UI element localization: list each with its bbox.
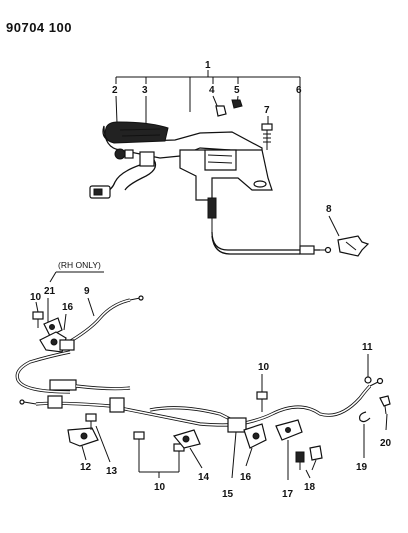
callout-6: 6: [296, 85, 302, 96]
callout-10-bottom: 10: [154, 482, 166, 493]
clip-part-16-right: [243, 423, 267, 449]
callout-1: 1: [205, 60, 211, 71]
bolt-part-10-left: [32, 311, 44, 328]
rear-cable-main: [15, 350, 241, 427]
callout-21: 21: [44, 286, 56, 297]
callout-7: 7: [264, 105, 270, 116]
bolt-part-7: [261, 123, 273, 150]
nut-part-4: [215, 105, 227, 117]
callout-4: 4: [209, 85, 215, 96]
callout-8: 8: [326, 204, 332, 215]
clip-part-18: [295, 445, 323, 471]
callout-9: 9: [84, 286, 90, 297]
nut-part-5: [231, 99, 243, 109]
bolt-part-13: [85, 413, 97, 430]
part-11: [364, 354, 372, 384]
callout-3: 3: [142, 85, 148, 96]
callout-13: 13: [106, 466, 118, 477]
callout-14: 14: [198, 472, 210, 483]
lever-base-bracket: [179, 149, 273, 201]
bracket-part-17: [275, 419, 303, 441]
bracket-part-21: [43, 317, 63, 337]
bolt-part-10-bottom-a: [133, 431, 145, 452]
callout-10-left: 10: [30, 292, 42, 303]
callout-18: 18: [304, 482, 316, 493]
front-cable: [207, 197, 332, 255]
callout-2: 2: [112, 85, 118, 96]
clip-part-14: [172, 429, 201, 449]
right-cable: [149, 377, 384, 433]
callout-10-center: 10: [258, 362, 270, 373]
callout-11: 11: [362, 342, 373, 353]
clip-part-19: [359, 411, 371, 423]
assembly-bracket: [115, 70, 301, 246]
callout-12: 12: [80, 462, 92, 473]
callout-17: 17: [282, 489, 294, 500]
callout-16-right: 16: [240, 472, 252, 483]
callout-15: 15: [222, 489, 234, 500]
rh-only-note: (RH ONLY): [58, 260, 101, 270]
page-id: 90704 100: [6, 20, 72, 35]
bolt-part-10-center: [256, 391, 268, 412]
callout-16-left: 16: [62, 302, 74, 313]
switch-part-3: [89, 151, 157, 199]
bracket-part-12: [67, 427, 99, 447]
clip-part-8: [337, 235, 370, 257]
callout-19: 19: [356, 462, 368, 473]
switch-part-2: [114, 148, 134, 160]
rear-cable-part-9: [59, 295, 144, 351]
callout-20: 20: [380, 438, 392, 449]
pin-part-20: [379, 395, 391, 415]
callout-5: 5: [234, 85, 240, 96]
